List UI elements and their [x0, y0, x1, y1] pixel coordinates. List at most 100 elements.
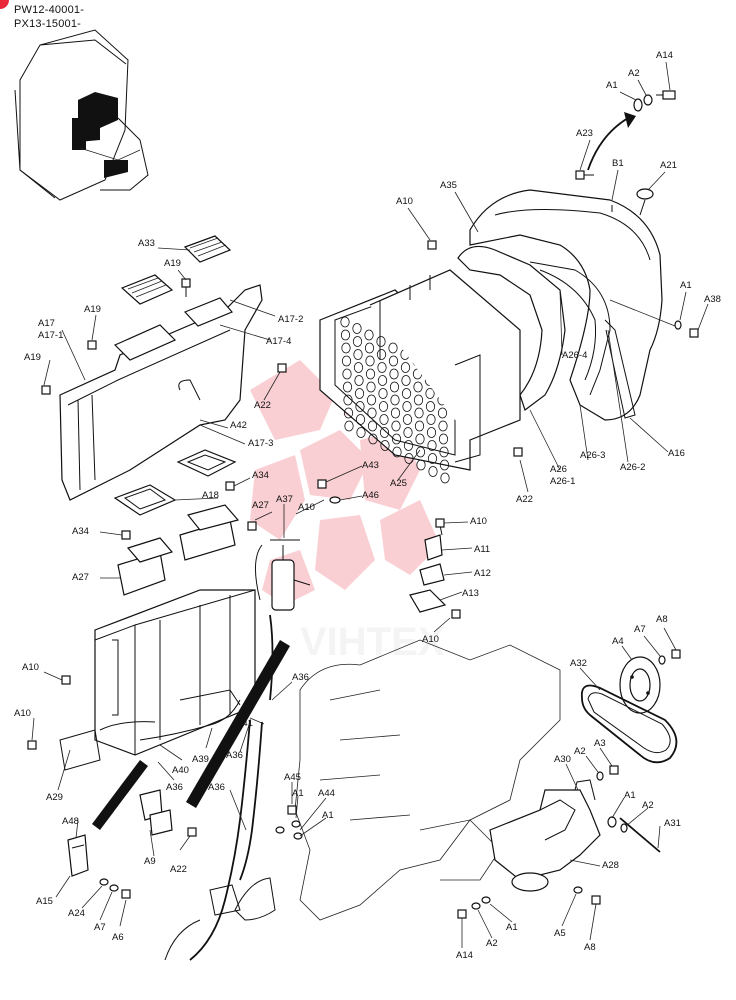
grille-hole — [353, 349, 363, 360]
grille-hole — [401, 388, 412, 399]
callout-b1: B1 — [612, 158, 624, 169]
grille-hole — [428, 466, 438, 477]
grille-hole — [439, 459, 450, 471]
grille-hole — [365, 355, 375, 367]
callout-a9: A9 — [144, 856, 156, 867]
duct-housing-a17 — [59, 284, 263, 501]
grille-hole — [342, 381, 353, 393]
callout-a41: A41 — [236, 718, 253, 729]
grille-hole — [376, 349, 387, 360]
callout-a26-4: A26-4 — [562, 350, 587, 361]
grille-hole — [391, 420, 401, 432]
callout-a10: A10 — [14, 708, 31, 719]
grille-hole — [340, 316, 350, 328]
callout-a2: A2 — [642, 800, 654, 811]
grille-hole — [388, 355, 399, 367]
grille-hole — [341, 342, 351, 354]
grille-hole — [364, 329, 374, 341]
callout-a46: A46 — [362, 490, 379, 501]
clip-a9 — [139, 789, 173, 836]
grille-hole — [426, 414, 436, 425]
callout-a10: A10 — [396, 196, 413, 207]
grille-hole — [389, 368, 399, 380]
grille-hole — [379, 414, 389, 425]
callout-a19: A19 — [84, 304, 101, 315]
page-marker — [0, 0, 9, 9]
callout-a33: A33 — [138, 238, 155, 249]
callout-a35: A35 — [440, 180, 457, 191]
grille-hole — [403, 440, 414, 451]
heater-unit-a29 — [59, 589, 256, 771]
callout-a1: A1 — [680, 280, 692, 291]
grille-hole — [366, 394, 377, 406]
grille-hole — [366, 381, 376, 393]
callout-a34: A34 — [72, 526, 89, 537]
callout-a36: A36 — [208, 782, 225, 793]
grille-hole — [352, 323, 362, 334]
grille-hole — [340, 329, 351, 341]
cover-b1 — [469, 188, 681, 421]
grille-hole — [378, 401, 389, 412]
grille-hole — [368, 433, 378, 445]
engine-outline — [294, 639, 561, 921]
duct-a27 — [117, 504, 240, 596]
callout-a10: A10 — [298, 502, 315, 513]
grille-hole — [404, 453, 414, 464]
callout-a25: A25 — [390, 478, 407, 489]
fasteners — [27, 90, 699, 919]
callout-a36: A36 — [292, 672, 309, 683]
callout-a43: A43 — [362, 460, 379, 471]
callout-a26-3: A26-3 — [580, 450, 605, 461]
hoses — [99, 614, 276, 961]
grille-hole — [402, 401, 412, 412]
grille-hole — [401, 375, 411, 386]
grille-hole — [379, 427, 390, 438]
callout-a7: A7 — [634, 624, 646, 635]
grille-hole — [440, 472, 450, 484]
callout-a8: A8 — [656, 614, 668, 625]
grille-hole — [402, 414, 413, 425]
callout-a22: A22 — [254, 400, 271, 411]
grille-hole — [400, 362, 411, 373]
grille-hole — [427, 440, 437, 451]
grille-holes — [340, 316, 450, 484]
callout-a48: A48 — [62, 816, 79, 827]
grille-hole — [378, 388, 388, 399]
grille-hole — [355, 414, 366, 425]
pointer-arrows — [92, 112, 636, 830]
callout-a22: A22 — [516, 494, 533, 505]
grille-hole — [343, 394, 353, 406]
callout-a30: A30 — [554, 754, 571, 765]
callout-a27: A27 — [252, 500, 269, 511]
grille-hole — [415, 446, 426, 458]
gasket-a18 — [113, 449, 237, 516]
callout-a28: A28 — [602, 860, 619, 871]
pulley-a4 — [619, 656, 661, 714]
grille-hole — [376, 336, 386, 347]
callout-a15: A15 — [36, 896, 53, 907]
grille-hole — [354, 375, 364, 386]
grille-hole — [427, 453, 438, 464]
grille-hole — [414, 420, 425, 432]
grille-hole — [355, 401, 365, 412]
callout-a26: A26 — [550, 464, 567, 475]
grille-hole — [390, 394, 400, 406]
grille-hole — [413, 394, 424, 406]
grille-hole — [413, 381, 423, 393]
callout-a1: A1 — [506, 922, 518, 933]
serial-range-1: PW12-40001- — [14, 4, 85, 16]
callout-a17-4: A17-4 — [266, 336, 291, 347]
callout-a4: A4 — [612, 636, 624, 647]
grille-hole — [389, 381, 400, 393]
callout-a14: A14 — [456, 950, 473, 961]
radiator-grille-a25 — [319, 269, 521, 484]
callout-a17-1: A17-1 — [38, 330, 63, 341]
clamp-a15 — [67, 834, 89, 877]
callout-a23: A23 — [576, 128, 593, 139]
callout-a17: A17 — [38, 318, 55, 329]
callout-a37: A37 — [276, 494, 293, 505]
callout-a24: A24 — [68, 908, 85, 919]
callout-a6: A6 — [112, 932, 124, 943]
callout-a36: A36 — [226, 750, 243, 761]
